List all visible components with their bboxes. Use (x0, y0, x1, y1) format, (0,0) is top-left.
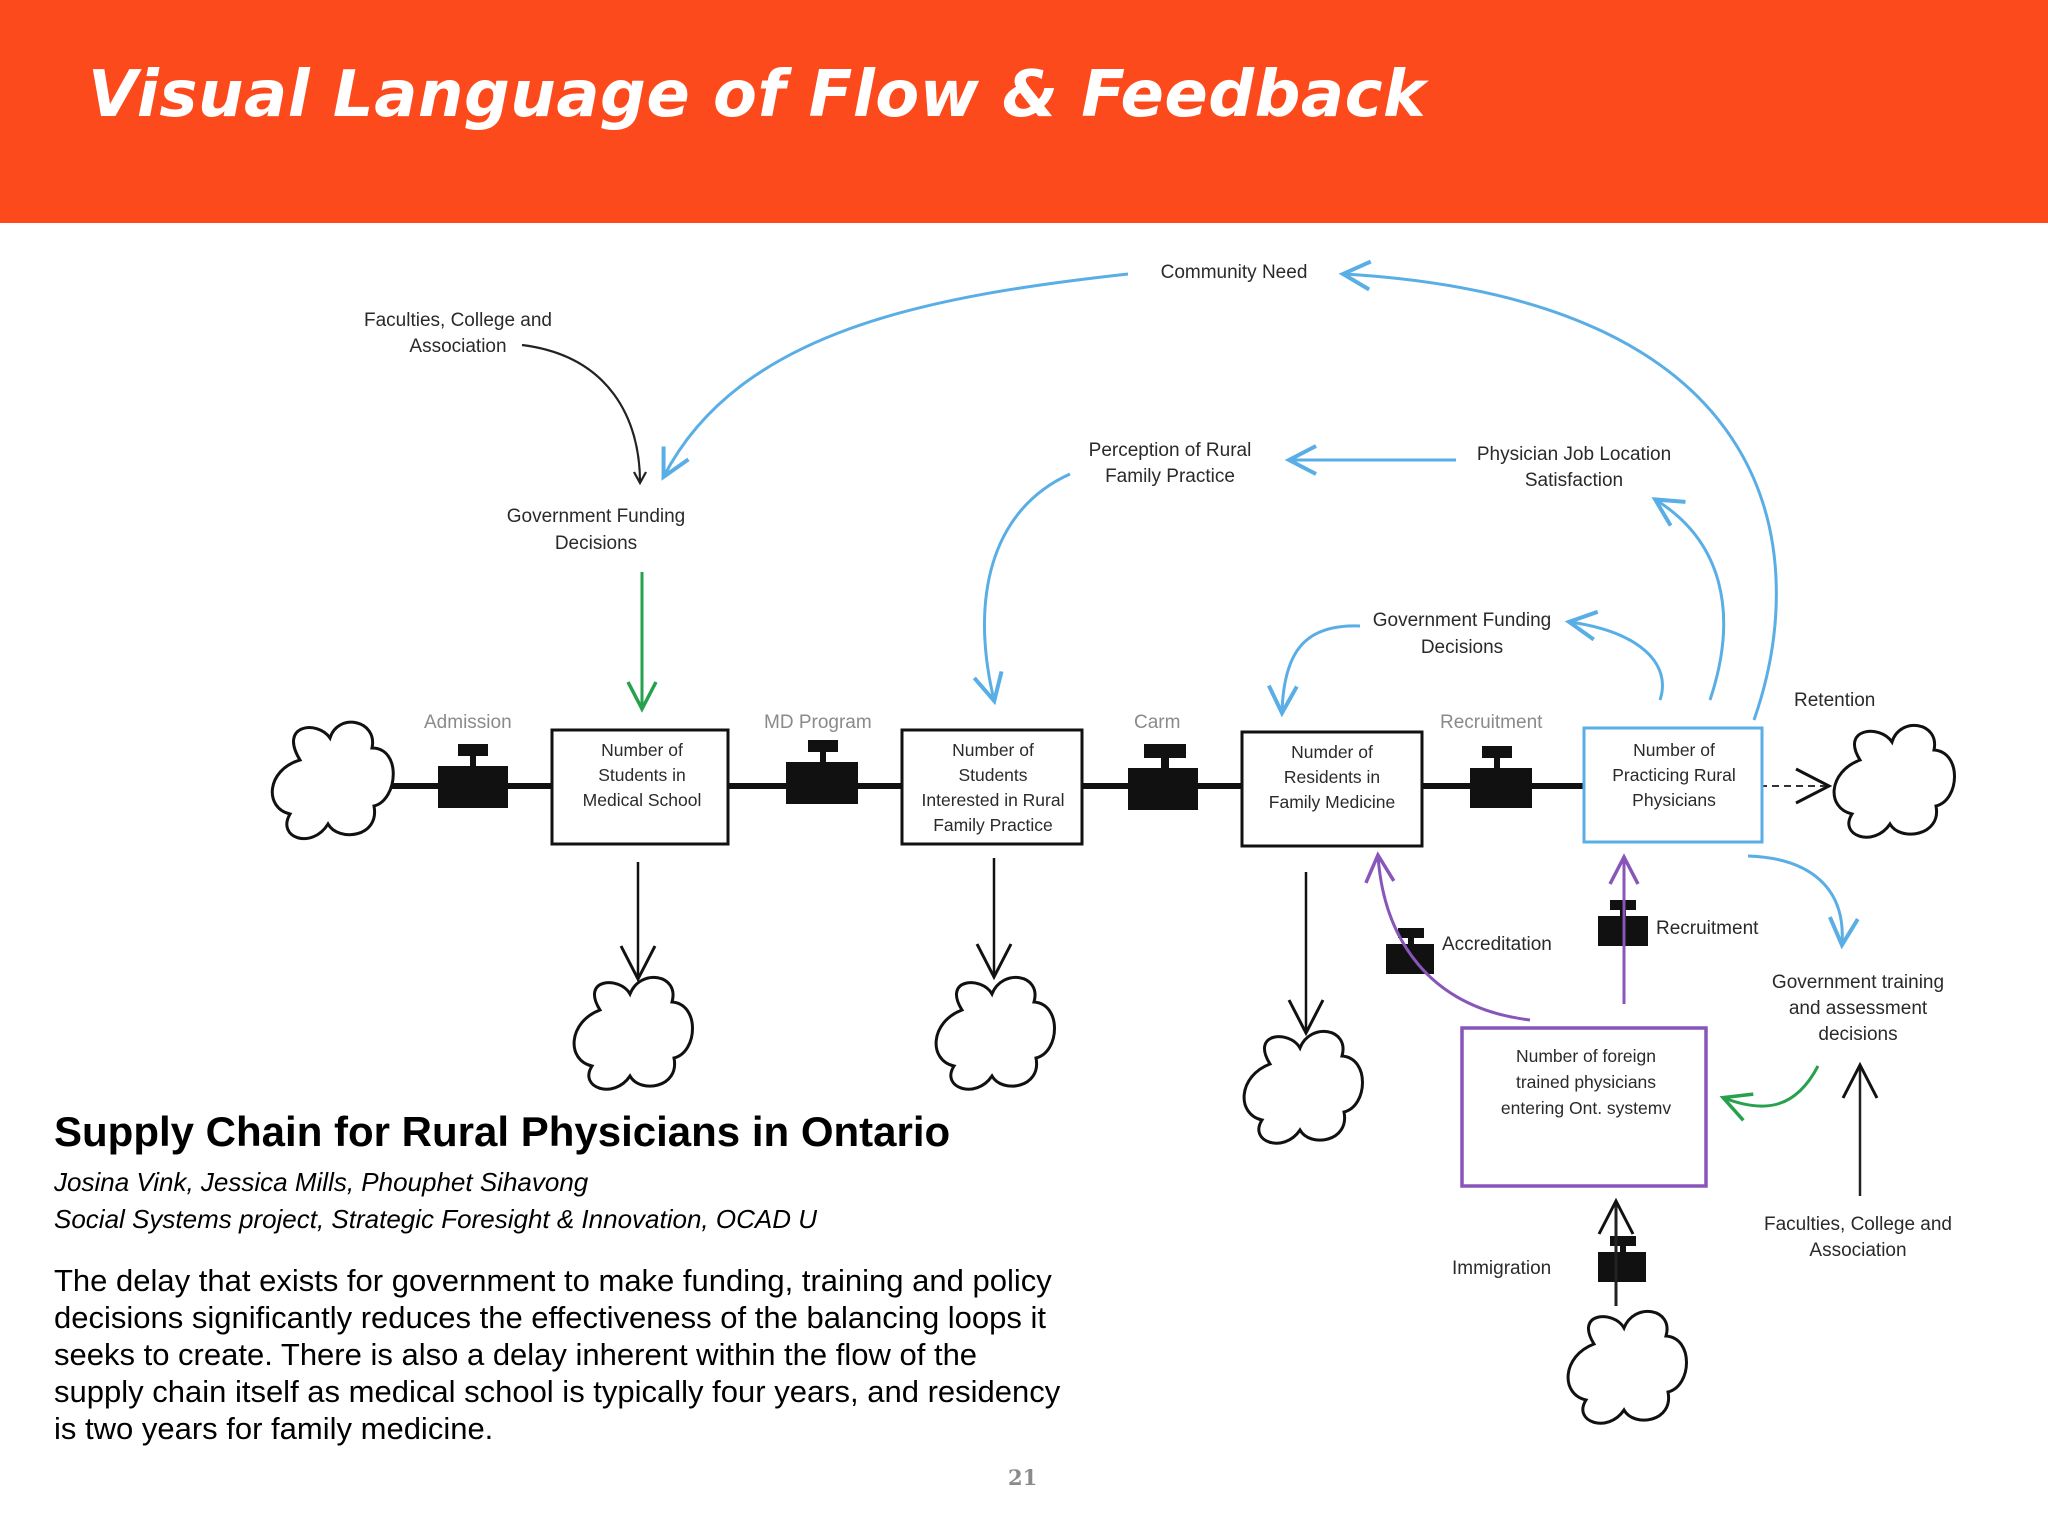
gov-training-line1: Government training (1772, 972, 1944, 993)
community-need-label: Community Need (1161, 262, 1308, 283)
stock-residents-line3: Family Medicine (1269, 792, 1395, 812)
gov-funding-left-line2: Decisions (555, 533, 637, 554)
training-to-foreign-arrow (1719, 1065, 1820, 1122)
faculties-bottom-line1: Faculties, College and (1764, 1214, 1952, 1235)
supply-chain-diagram: Admission MD Program Carm Recruitment Nu… (270, 259, 1956, 1425)
stock-residents-line2: Residents in (1284, 767, 1380, 787)
gov-funding-right-line1: Government Funding (1373, 610, 1552, 631)
practicing-to-training-arrow (1747, 854, 1860, 950)
perception-line1: Perception of Rural (1089, 440, 1252, 461)
caption-body: The delay that exists for government to … (54, 1263, 1061, 1446)
job-satisfaction-line1: Physician Job Location (1477, 444, 1671, 465)
immigration-source-cloud (1566, 1310, 1688, 1425)
funding-right-to-residents-arrow (1267, 624, 1361, 718)
caption-authors: Josina Vink, Jessica Mills, Phouphet Sih… (54, 1167, 589, 1197)
md-program-valve (786, 740, 858, 804)
stock-residents-line1: Numder of (1291, 742, 1373, 762)
faculties-bottom-line2: Association (1809, 1240, 1906, 1261)
practicing-to-satisfaction-arrow (1651, 497, 1726, 701)
stock-foreign-line3: entering Ont. systemv (1501, 1098, 1671, 1118)
accreditation-label: Accreditation (1442, 934, 1552, 955)
gov-funding-right-line2: Decisions (1421, 637, 1503, 658)
practicing-to-funding-right-arrow (1564, 609, 1664, 701)
caption-project: Social Systems project, Strategic Foresi… (54, 1204, 817, 1234)
stock-foreign-physicians (1460, 1026, 1708, 1188)
stock-medical-school-line1: Number of (601, 740, 683, 760)
recruitment-lower-label: Recruitment (1656, 918, 1759, 939)
flow-label-md-program: MD Program (764, 712, 872, 733)
interested-sink-cloud (934, 976, 1056, 1091)
stock-medical-school (550, 728, 730, 846)
page-number: 21 (1008, 1465, 1038, 1490)
faculties-top-line2: Association (409, 336, 506, 357)
residents-sink-cloud (1242, 1030, 1364, 1145)
flow-label-admission: Admission (424, 712, 512, 733)
caption-title: Supply Chain for Rural Physicians in Ont… (54, 1108, 951, 1155)
stock-foreign-line1: Number of foreign (1516, 1046, 1656, 1066)
gov-training-line2: and assessment (1789, 998, 1928, 1019)
foreign-accreditation-arrow (1364, 851, 1531, 1022)
job-satisfaction-line2: Satisfaction (1525, 470, 1623, 491)
flow-label-carm: Carm (1134, 712, 1180, 733)
perception-to-interested-arrow (972, 472, 1071, 706)
stock-residents (1240, 730, 1424, 848)
faculties-top-line1: Faculties, College and (364, 310, 552, 331)
practicing-to-community-need-arrow (1338, 259, 1778, 721)
retention-label: Retention (1794, 690, 1875, 711)
title-banner: Visual Language of Flow & Feedback (0, 0, 2048, 223)
stock-foreign-line2: trained physicians (1516, 1072, 1656, 1092)
stock-interested-rural (900, 728, 1084, 846)
stock-interested-line2: Students (958, 765, 1027, 785)
gov-training-line3: decisions (1818, 1024, 1897, 1045)
medical-school-sink-cloud (572, 976, 694, 1091)
gov-funding-left-line1: Government Funding (507, 506, 686, 527)
stock-practicing-physicians (1582, 726, 1764, 844)
caption-block: Supply Chain for Rural Physicians in Ont… (54, 1108, 1060, 1447)
flow-label-recruitment: Recruitment (1440, 712, 1543, 733)
retention-sink-cloud (1832, 724, 1956, 839)
community-need-to-funding-arrow (661, 272, 1129, 481)
recruitment-valve (1470, 746, 1532, 808)
immigration-valve (1598, 1236, 1646, 1282)
stock-interested-line1: Number of (952, 740, 1034, 760)
stock-practicing-line2: Practicing Rural (1612, 765, 1736, 785)
source-cloud (270, 720, 395, 841)
perception-line2: Family Practice (1105, 466, 1235, 487)
faculties-to-funding-arrow (521, 343, 640, 482)
admission-valve (438, 744, 508, 808)
stock-interested-line4: Family Practice (933, 815, 1053, 835)
immigration-label: Immigration (1452, 1258, 1551, 1279)
stock-interested-line3: Interested in Rural (922, 790, 1065, 810)
stock-practicing-line3: Physicians (1632, 790, 1716, 810)
stock-practicing-line1: Number of (1633, 740, 1715, 760)
slide-title: Visual Language of Flow & Feedback (88, 58, 1427, 132)
carm-valve (1128, 744, 1198, 810)
accreditation-valve (1386, 928, 1434, 974)
stock-medical-school-line2: Students in (598, 765, 686, 785)
stock-medical-school-line3: Medical School (583, 790, 702, 810)
